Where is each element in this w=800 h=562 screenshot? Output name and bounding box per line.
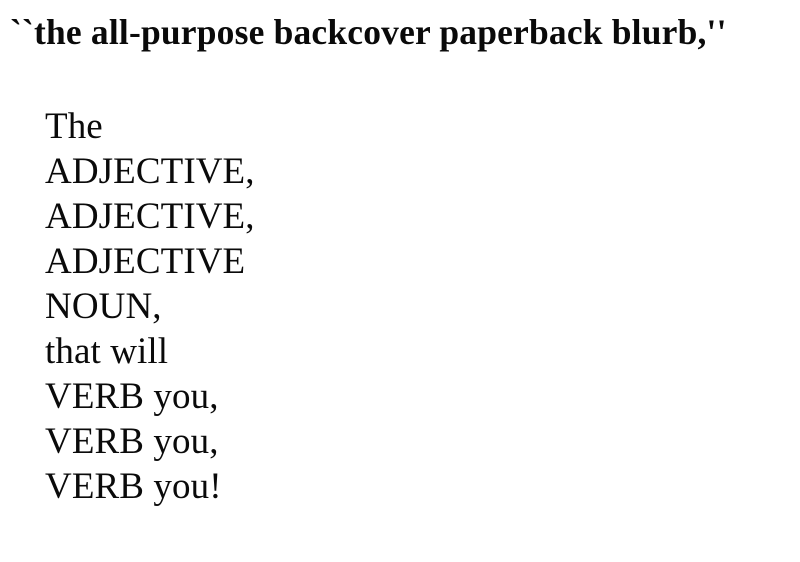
blurb-line: VERB you, xyxy=(45,421,219,462)
blurb-line: NOUN, xyxy=(45,286,162,327)
blurb-line: ADJECTIVE, xyxy=(45,151,255,192)
blurb-line: VERB you, xyxy=(45,376,219,417)
blurb-line: that will xyxy=(45,331,169,372)
blurb-line: VERB you! xyxy=(45,466,222,507)
blurb-line: The xyxy=(45,106,103,147)
blurb-text-block: The ADJECTIVE, ADJECTIVE, ADJECTIVE NOUN… xyxy=(45,104,645,509)
blurb-line: ADJECTIVE, xyxy=(45,196,255,237)
page-title: ``the all-purpose backcover paperback bl… xyxy=(10,12,727,52)
blurb-line: ADJECTIVE xyxy=(45,241,246,282)
